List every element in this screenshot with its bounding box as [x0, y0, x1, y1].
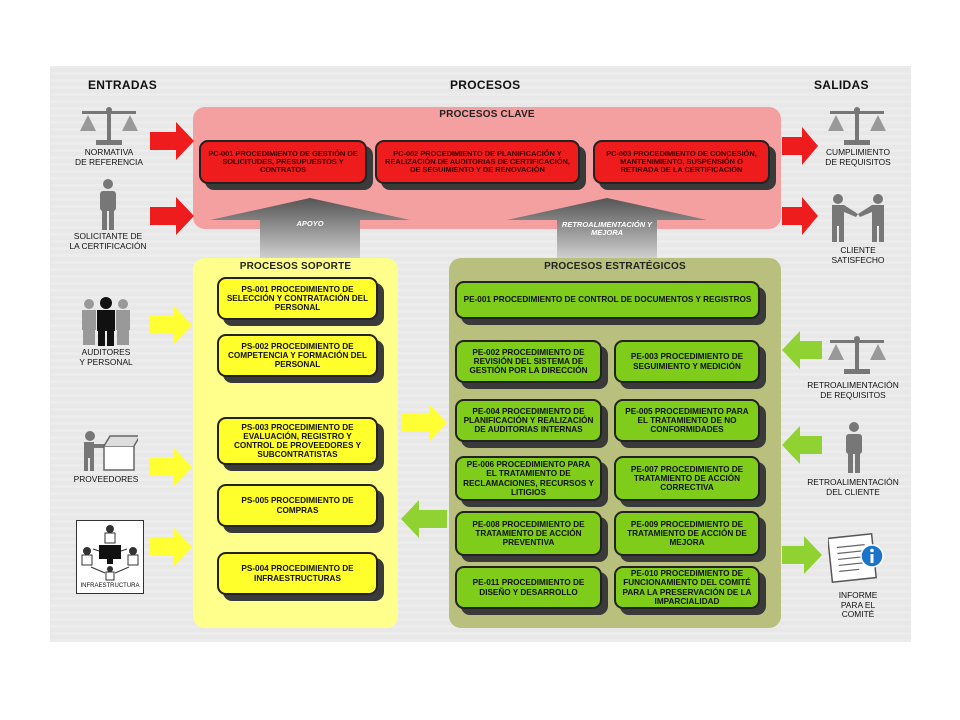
feedback-arrow-client — [782, 426, 822, 464]
support-processes-title: PROCESOS SOPORTE — [239, 261, 352, 272]
processes-header: PROCESOS — [450, 78, 521, 92]
feedback-flow-label: RETROALIMENTACIÓN Y MEJORA — [561, 220, 653, 238]
input-arrow-regulations — [150, 122, 194, 160]
label-suppliers: PROVEEDORES — [73, 474, 139, 484]
label-regulations: NORMATIVA DE REFERENCIA — [70, 147, 148, 167]
process-box-pe-008[interactable]: PE-008 PROCEDIMIENTO DE TRATAMIENTO DE A… — [455, 511, 602, 556]
label-report-line3: COMITÉ — [841, 609, 875, 620]
output-arrow-report — [782, 536, 822, 574]
label-report-line1: INFORME — [838, 590, 878, 600]
process-box-pe-004[interactable]: PE-004 PROCEDIMIENTO DE PLANIFICACIÓN Y … — [455, 399, 602, 442]
label-infrastructure: INFRAESTRUCTURA — [80, 583, 140, 589]
label-client-line2: SATISFECHO — [831, 254, 885, 265]
process-box-pe-003[interactable]: PE-003 PROCEDIMIENTO DE SEGUIMIENTO Y ME… — [614, 340, 760, 383]
process-box-ps-002[interactable]: PS-002 PROCEDIMIENTO DE COMPETENCIA Y FO… — [217, 334, 378, 377]
process-box-ps-004[interactable]: PS-004 PROCEDIMIENTO DE INFRAESTRUCTURAS — [217, 552, 378, 595]
client-person-icon — [846, 422, 862, 473]
label-compliance-line1: CUMPLIMIENTO — [825, 147, 891, 157]
label-compliance-line2: DE REQUISITOS — [825, 156, 891, 167]
feedback-arrow-requirements — [782, 331, 822, 369]
outputs-header: SALIDAS — [814, 78, 869, 92]
label-report-line2: PARA EL — [840, 599, 876, 610]
process-box-pc-001[interactable]: PC-001 PROCEDIMIENTO DE GESTIÓN DE SOLIC… — [199, 140, 367, 184]
process-box-pe-007[interactable]: PE-007 PROCEDIMIENTO DE TRATAMIENTO DE A… — [614, 456, 760, 501]
output-arrow-compliance — [782, 127, 818, 165]
scales-icon — [80, 107, 138, 145]
label-client: CLIENTE SATISFECHO — [818, 245, 898, 265]
handshake-icon — [832, 194, 884, 242]
support-up-arrow — [210, 198, 410, 258]
process-box-pe-002[interactable]: PE-002 PROCEDIMIENTO DE REVISIÓN DEL SIS… — [455, 340, 602, 383]
key-processes-title: PROCESOS CLAVE — [439, 109, 535, 120]
supplier-box-icon — [84, 431, 138, 471]
scales-feedback-icon — [828, 336, 886, 374]
support-to-strategic-arrow — [401, 404, 447, 442]
process-box-ps-005[interactable]: PS-005 PROCEDIMIENTO DE COMPRAS — [217, 484, 378, 527]
process-box-ps-003[interactable]: PS-003 PROCEDIMIENTO DE EVALUACIÓN, REGI… — [217, 417, 378, 465]
process-box-pe-005[interactable]: PE-005 PROCEDIMIENTO PARA EL TRATAMIENTO… — [614, 399, 760, 442]
input-arrow-suppliers — [150, 448, 192, 486]
process-box-pe-009[interactable]: PE-009 PROCEDIMIENTO DE TRATAMIENTO DE A… — [614, 511, 760, 556]
label-requirements-feedback: RETROALIMENTACIÓN DE REQUISITOS — [800, 380, 906, 400]
person-icon — [100, 179, 116, 230]
input-arrow-infrastructure — [150, 528, 192, 566]
label-applicant-line1: SOLICITANTE DE — [73, 231, 143, 241]
process-box-ps-001[interactable]: PS-001 PROCEDIMIENTO DE SELECCIÓN Y CONT… — [217, 277, 378, 320]
input-arrow-applicant — [150, 197, 194, 235]
process-box-pe-010[interactable]: PE-010 PROCEDIMIENTO DE FUNCIONAMIENTO D… — [614, 566, 760, 609]
label-requirements-feedback-line2: DE REQUISITOS — [820, 389, 886, 400]
label-compliance: CUMPLIMIENTO DE REQUISITOS — [812, 147, 904, 167]
support-flow-label: APOYO — [296, 219, 324, 228]
label-regulations-line1: NORMATIVA — [84, 147, 134, 157]
label-client-feedback: RETROALIMENTACIÓN DEL CLIENTE — [800, 477, 906, 497]
strategic-processes-title: PROCESOS ESTRATÉGICOS — [544, 261, 686, 272]
label-report: INFORME PARA EL COMITÉ — [816, 590, 900, 620]
output-arrow-client — [782, 197, 818, 235]
report-document-icon — [828, 532, 884, 584]
label-client-line1: CLIENTE — [840, 245, 876, 255]
label-requirements-feedback-line1: RETROALIMENTACIÓN — [807, 380, 899, 390]
process-box-pe-011[interactable]: PE-011 PROCEDIMIENTO DE DISEÑO Y DESARRO… — [455, 566, 602, 609]
process-box-pe-006[interactable]: PE-006 PROCEDIMIENTO PARA EL TRATAMIENTO… — [455, 456, 602, 501]
label-applicant: SOLICITANTE DE LA CERTIFICACIÓN — [60, 231, 156, 251]
input-arrow-auditors — [150, 306, 192, 344]
label-auditors: AUDITORES Y PERSONAL — [66, 347, 146, 367]
label-applicant-line2: LA CERTIFICACIÓN — [69, 240, 147, 251]
label-client-feedback-line1: RETROALIMENTACIÓN — [807, 477, 899, 487]
label-regulations-line2: DE REFERENCIA — [75, 156, 143, 167]
label-auditors-line2: Y PERSONAL — [79, 356, 133, 367]
infrastructure-icon-frame: INFRAESTRUCTURA — [76, 520, 144, 594]
feedback-up-arrow — [507, 198, 707, 258]
staff-group-icon — [82, 297, 130, 346]
strategic-to-support-arrow — [401, 500, 447, 538]
process-box-pc-002[interactable]: PC-002 PROCEDIMIENTO DE PLANIFICACIÓN Y … — [375, 140, 580, 184]
scales-output-icon — [828, 107, 886, 145]
inputs-header: ENTRADAS — [88, 78, 158, 92]
label-client-feedback-line2: DEL CLIENTE — [826, 486, 880, 497]
computer-network-icon — [81, 525, 139, 581]
process-box-pc-003[interactable]: PC-003 PROCEDIMIENTO DE CONCESIÓN, MANTE… — [593, 140, 770, 184]
label-auditors-line1: AUDITORES — [81, 347, 131, 357]
process-box-pe-001[interactable]: PE-001 PROCEDIMIENTO DE CONTROL DE DOCUM… — [455, 281, 760, 319]
